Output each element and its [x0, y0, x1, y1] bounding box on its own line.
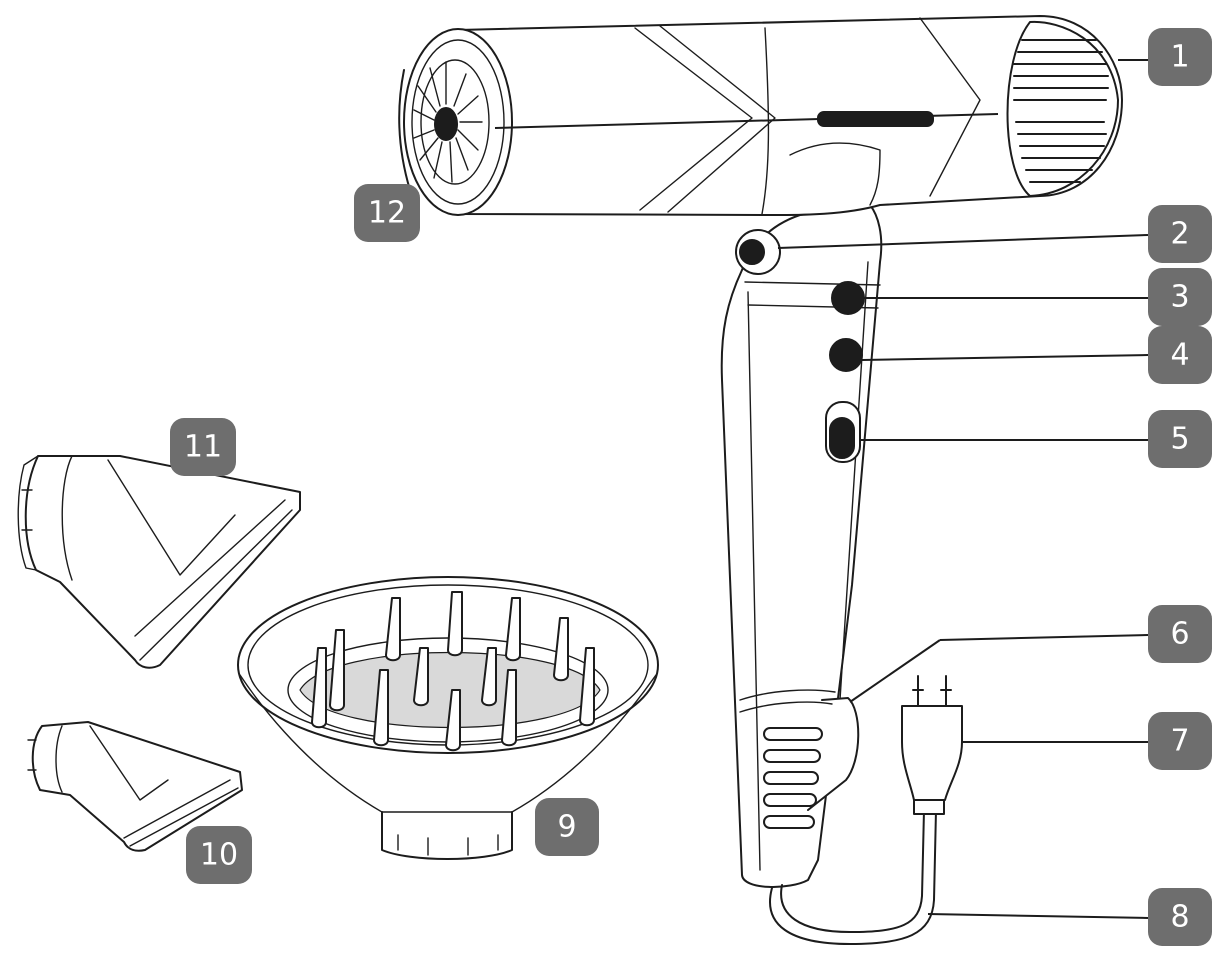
power-cord	[769, 809, 937, 945]
callout-label-12: 12	[368, 196, 406, 231]
callout-badge-7: 7	[1148, 712, 1212, 770]
button-3	[831, 281, 865, 315]
callout-label-9: 9	[557, 810, 576, 845]
power-plug	[901, 675, 963, 815]
callout-badge-5: 5	[1148, 410, 1212, 468]
callout-badge-6: 6	[1148, 605, 1212, 663]
callout-label-2: 2	[1170, 217, 1189, 252]
callout-badge-9: 9	[535, 798, 599, 856]
concentrator-nozzle-small	[27, 721, 243, 852]
dryer-barrel	[457, 15, 1123, 216]
callout-label-3: 3	[1170, 280, 1189, 315]
callout-label-6: 6	[1170, 617, 1189, 652]
air-outlet	[398, 28, 513, 216]
swivel-knob	[735, 229, 781, 275]
callout-label-10: 10	[200, 838, 238, 873]
callout-label-7: 7	[1170, 724, 1189, 759]
switch-5	[825, 401, 861, 463]
hair-dryer	[398, 15, 1123, 945]
bottom-vent	[739, 689, 836, 829]
callout-badge-10: 10	[186, 826, 252, 884]
hang-loop	[807, 697, 860, 811]
callout-label-1: 1	[1170, 40, 1189, 75]
callout-badge-8: 8	[1148, 888, 1212, 946]
diffuser	[237, 576, 659, 860]
callout-badge-12: 12	[354, 184, 420, 242]
leader-lines	[494, 59, 1149, 919]
callout-badge-1: 1	[1148, 28, 1212, 86]
callout-label-5: 5	[1170, 422, 1189, 457]
callout-label-11: 11	[184, 430, 222, 465]
button-4	[829, 338, 863, 372]
callout-badge-11: 11	[170, 418, 236, 476]
rear-filter	[1006, 20, 1119, 197]
concentrator-nozzle-large	[17, 455, 301, 669]
callout-badge-4: 4	[1148, 326, 1212, 384]
callout-label-4: 4	[1170, 338, 1189, 373]
callout-label-8: 8	[1170, 900, 1189, 935]
callout-badge-2: 2	[1148, 205, 1212, 263]
callout-badge-3: 3	[1148, 268, 1212, 326]
